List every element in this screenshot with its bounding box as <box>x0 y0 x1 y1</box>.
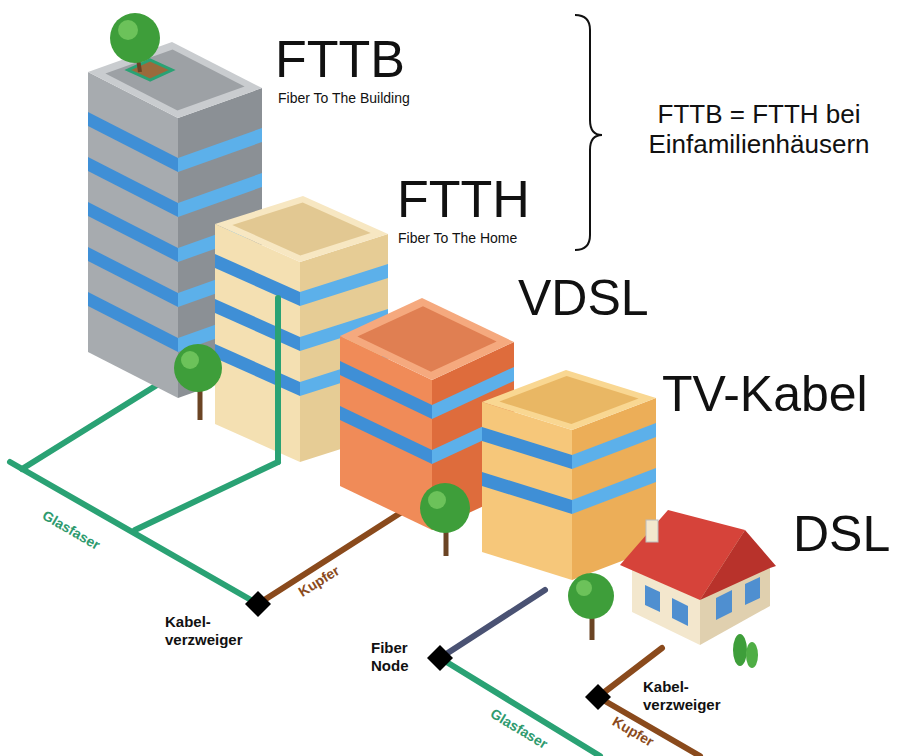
cable-label: Glasfaser <box>486 704 552 753</box>
building-tv-kabel <box>482 370 656 580</box>
note: FTTB = FTTH bei Einfamilienhäusern <box>600 100 918 160</box>
cable-junction: Kabel- verzweiger <box>585 684 611 710</box>
tech-title: DSL <box>793 506 890 564</box>
junction-diamond <box>585 684 611 710</box>
junction-label: Kabel- verzweiger <box>165 613 243 649</box>
tech-title: VDSL <box>518 270 649 328</box>
tech-title: FTTB <box>275 30 405 90</box>
junction-label: Fiber Node <box>371 639 409 675</box>
junction-label: Kabel- verzweiger <box>643 678 721 714</box>
tech-title: TV-Kabel <box>662 366 868 424</box>
junction-diamond <box>427 645 453 671</box>
tech-title: FTTH <box>397 170 530 230</box>
cable-junction: Kabel- verzweiger <box>245 591 271 617</box>
bracket <box>575 15 602 250</box>
cable-junction: Fiber Node <box>427 645 453 671</box>
tech-subtitle: Fiber To The Building <box>278 90 410 106</box>
house <box>620 510 776 668</box>
trees <box>174 344 614 640</box>
junction-diamond <box>245 591 271 617</box>
tech-subtitle: Fiber To The Home <box>398 230 517 246</box>
